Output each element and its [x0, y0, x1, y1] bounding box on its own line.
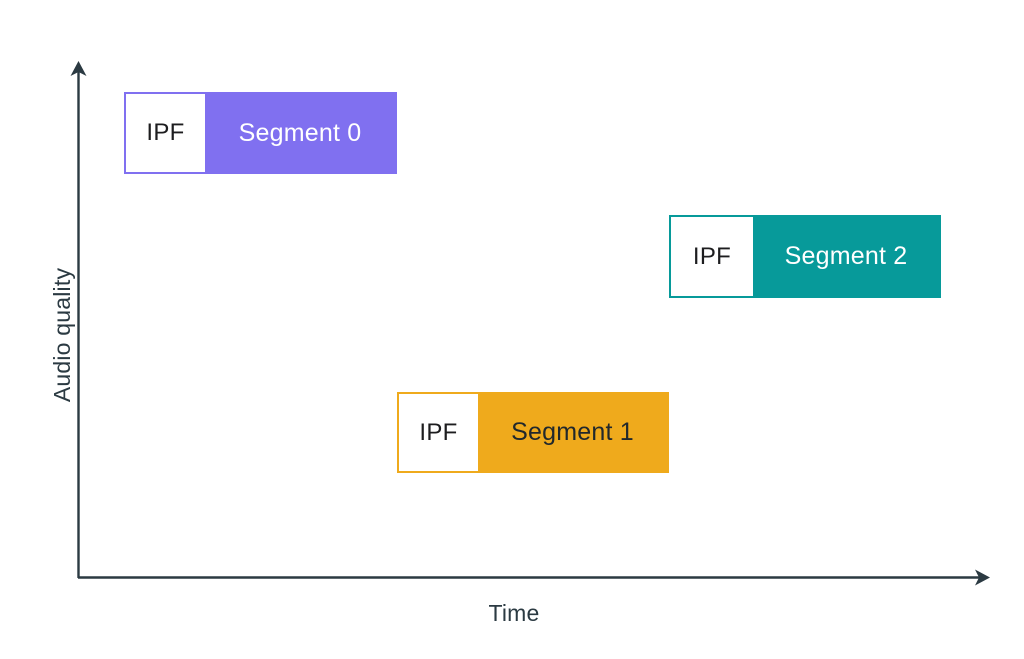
ipf-label-0: IPF [146, 119, 185, 146]
x-axis-label: Time [488, 600, 540, 626]
segment-body-0: Segment 0 [205, 94, 395, 172]
y-axis-label: Audio quality [49, 267, 75, 403]
ipf-label-2: IPF [692, 242, 732, 270]
segment-label-0: Segment 0 [238, 118, 362, 147]
ipf-box-2: IPF [671, 217, 753, 296]
segment-bar-1[interactable]: IPF Segment 1 [397, 392, 669, 473]
segment-label-2: Segment 2 [784, 242, 908, 270]
x-axis-arrowhead [975, 569, 990, 586]
segment-label-1: Segment 1 [511, 418, 634, 446]
ipf-label-1: IPF [419, 418, 458, 446]
segment-body-1: Segment 1 [478, 394, 667, 471]
y-axis-arrowhead [70, 61, 87, 76]
segment-body-2: Segment 2 [753, 217, 939, 296]
segment-bar-2[interactable]: IPF Segment 2 [669, 215, 941, 298]
ipf-box-1: IPF [399, 394, 478, 471]
segment-bar-0[interactable]: IPF Segment 0 [124, 92, 397, 174]
ipf-box-0: IPF [126, 94, 205, 172]
